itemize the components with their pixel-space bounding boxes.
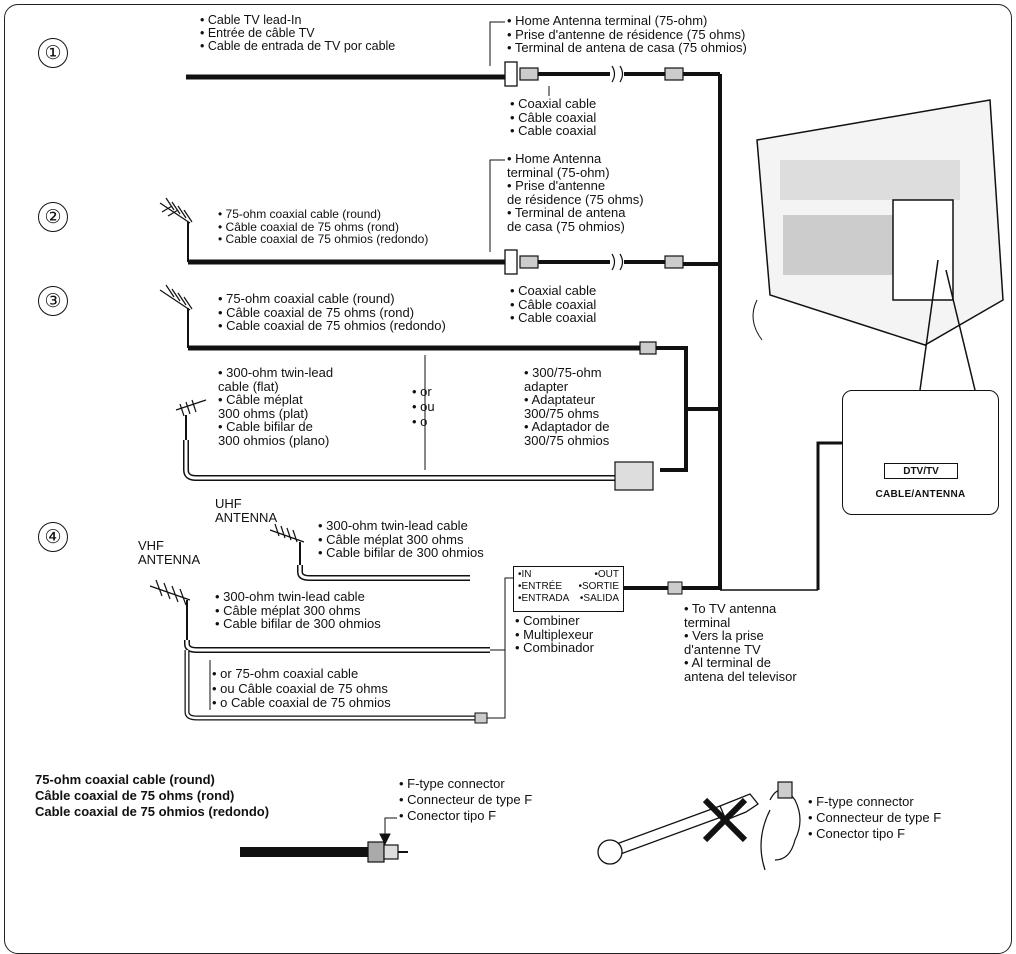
antenna-terminal-callout: DTV/TV CABLE/ANTENNA <box>842 390 999 515</box>
bottom-coax-title: 75-ohm coaxial cable (round)Câble coaxia… <box>35 772 270 819</box>
f-type-connector-label-1: • F-type connector• Connecteur de type F… <box>399 776 533 823</box>
wall-plate-1 <box>504 61 518 87</box>
adapter-300-75 <box>614 461 654 491</box>
to-tv-terminal-label: • To TV antenna terminal• Vers la prise … <box>684 601 797 684</box>
round-coax-label-2: • 75-ohm coaxial cable (round)• Câble co… <box>218 207 429 246</box>
f-type-connector-label-2: • F-type connector• Connecteur de type F… <box>808 794 942 841</box>
or-coax-label-4: • or 75-ohm coaxial cable• ou Câble coax… <box>212 666 391 710</box>
hand-illustration <box>760 781 801 871</box>
home-antenna-terminal-label-2: • Home Antenna terminal (75-ohm)• Prise … <box>507 151 644 234</box>
coax-cable-2 <box>519 253 684 271</box>
step-number-3: ③ <box>38 286 68 316</box>
coaxial-cable-label-2: • Coaxial cable• Câble coaxial• Cable co… <box>510 283 597 325</box>
combiner-box: •IN•OUT •ENTRÉE•SORTIE •ENTRADA•SALIDA <box>513 566 624 612</box>
dtv-tv-label: DTV/TV <box>884 463 958 479</box>
coaxial-cable-label-1: • Coaxial cable• Câble coaxial• Cable co… <box>510 96 597 138</box>
uhf-antenna <box>269 523 305 565</box>
step-number-2: ② <box>38 202 68 232</box>
diagram-art <box>149 21 1004 871</box>
antenna-3b <box>175 399 207 440</box>
coax-cable-1 <box>519 65 684 83</box>
cable-lead-in-label: • Cable TV lead-In• Entrée de câble TV• … <box>200 13 396 53</box>
step-number-1: ① <box>38 38 68 68</box>
combiner-label: • Combiner• Multiplexeur• Combinador <box>515 613 594 655</box>
home-antenna-terminal-label-1: • Home Antenna terminal (75-ohm)• Prise … <box>507 13 747 55</box>
antenna-3 <box>159 284 193 348</box>
tv-back <box>752 99 1004 391</box>
round-coax-label-3: • 75-ohm coaxial cable (round)• Câble co… <box>218 291 446 333</box>
vhf-antenna <box>149 579 191 640</box>
cable-antenna-label: CABLE/ANTENNA <box>875 489 966 500</box>
adapter-label-3: • 300/75-ohm adapter• Adaptateur 300/75 … <box>524 365 610 448</box>
antenna-2 <box>159 197 193 262</box>
wrench-illustration <box>597 793 759 865</box>
vhf-cable-label: • 300-ohm twin-lead cable• Câble méplat … <box>215 589 381 631</box>
twin-lead-label-3: • 300-ohm twin-lead cable (flat)• Câble … <box>218 365 334 448</box>
step-number-4: ④ <box>38 522 68 552</box>
uhf-cable-label: • 300-ohm twin-lead cable• Câble méplat … <box>318 518 484 560</box>
or-label-3: • or• ou• o <box>412 384 435 429</box>
